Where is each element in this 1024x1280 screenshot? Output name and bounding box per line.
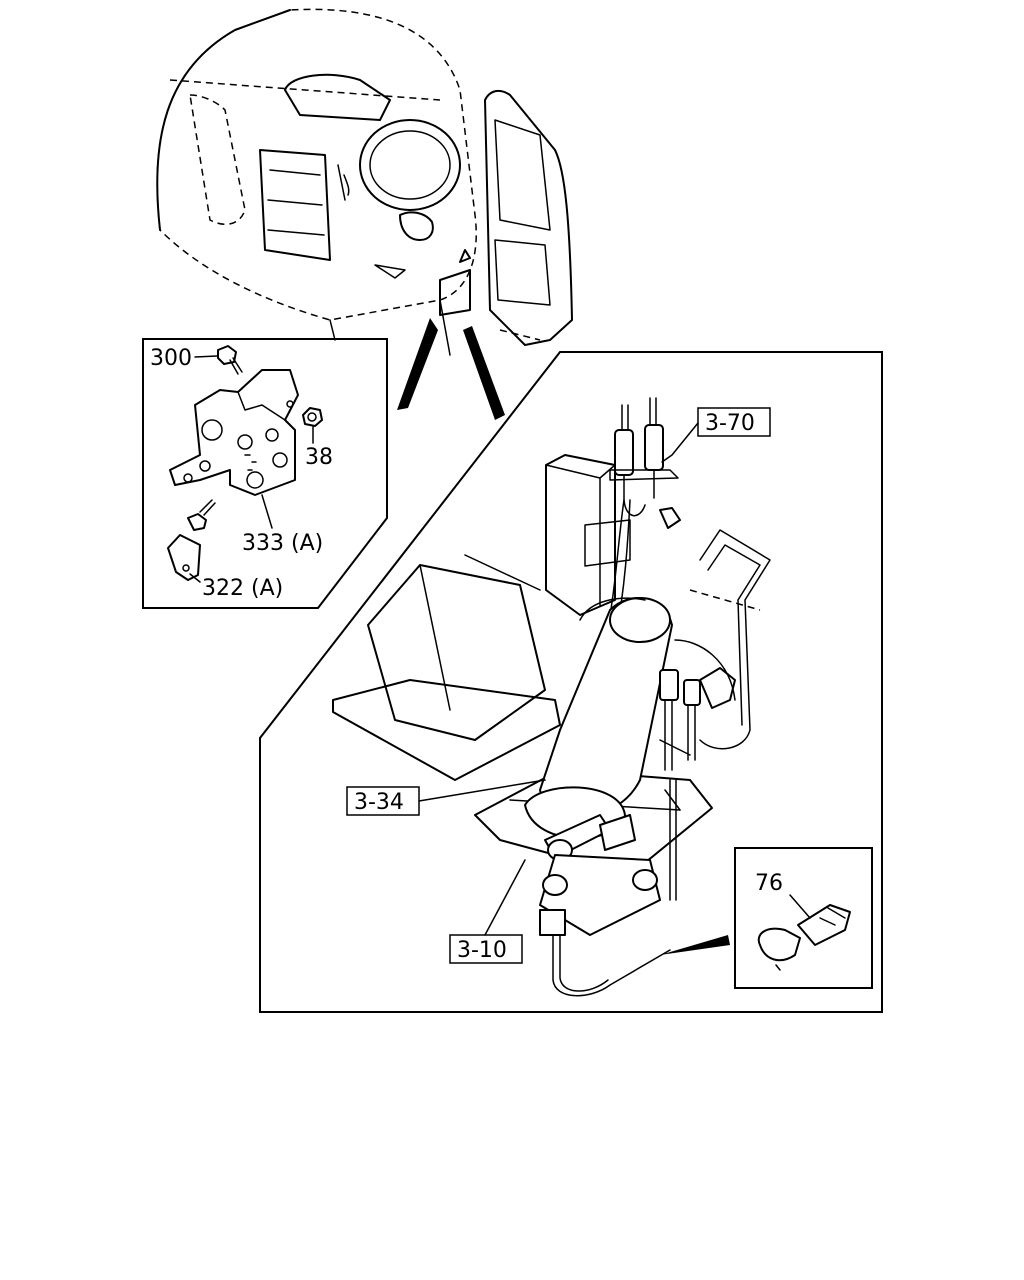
ref-3-70: 3-70: [661, 407, 771, 463]
label-333a: 333 (A): [242, 531, 323, 556]
label-300: 300: [150, 346, 192, 371]
clip-76-inset: 76: [660, 847, 873, 989]
label-3-70: 3-70: [705, 411, 755, 436]
label-322a: 322 (A): [202, 576, 283, 601]
label-76: 76: [755, 871, 783, 896]
bolt-300: [217, 345, 243, 375]
nut-38: [302, 407, 323, 427]
floor-boot: [332, 554, 561, 781]
solenoid-unit: [545, 397, 681, 641]
ref-3-10: 3-10: [449, 859, 526, 964]
bracket-detail-box: 300 38 333 (A) 322 (A): [142, 338, 388, 609]
shift-valve-assembly: [474, 529, 771, 997]
label-3-10: 3-10: [457, 938, 507, 963]
main-detail-box: 76 3-70 3-34 3-10: [259, 351, 883, 1013]
bracket-333a: [169, 369, 299, 496]
clip-322a: [167, 499, 216, 581]
cab-overview: [156, 8, 573, 420]
label-3-34: 3-34: [354, 790, 404, 815]
label-38: 38: [305, 445, 333, 470]
ref-3-34: 3-34: [346, 779, 546, 816]
